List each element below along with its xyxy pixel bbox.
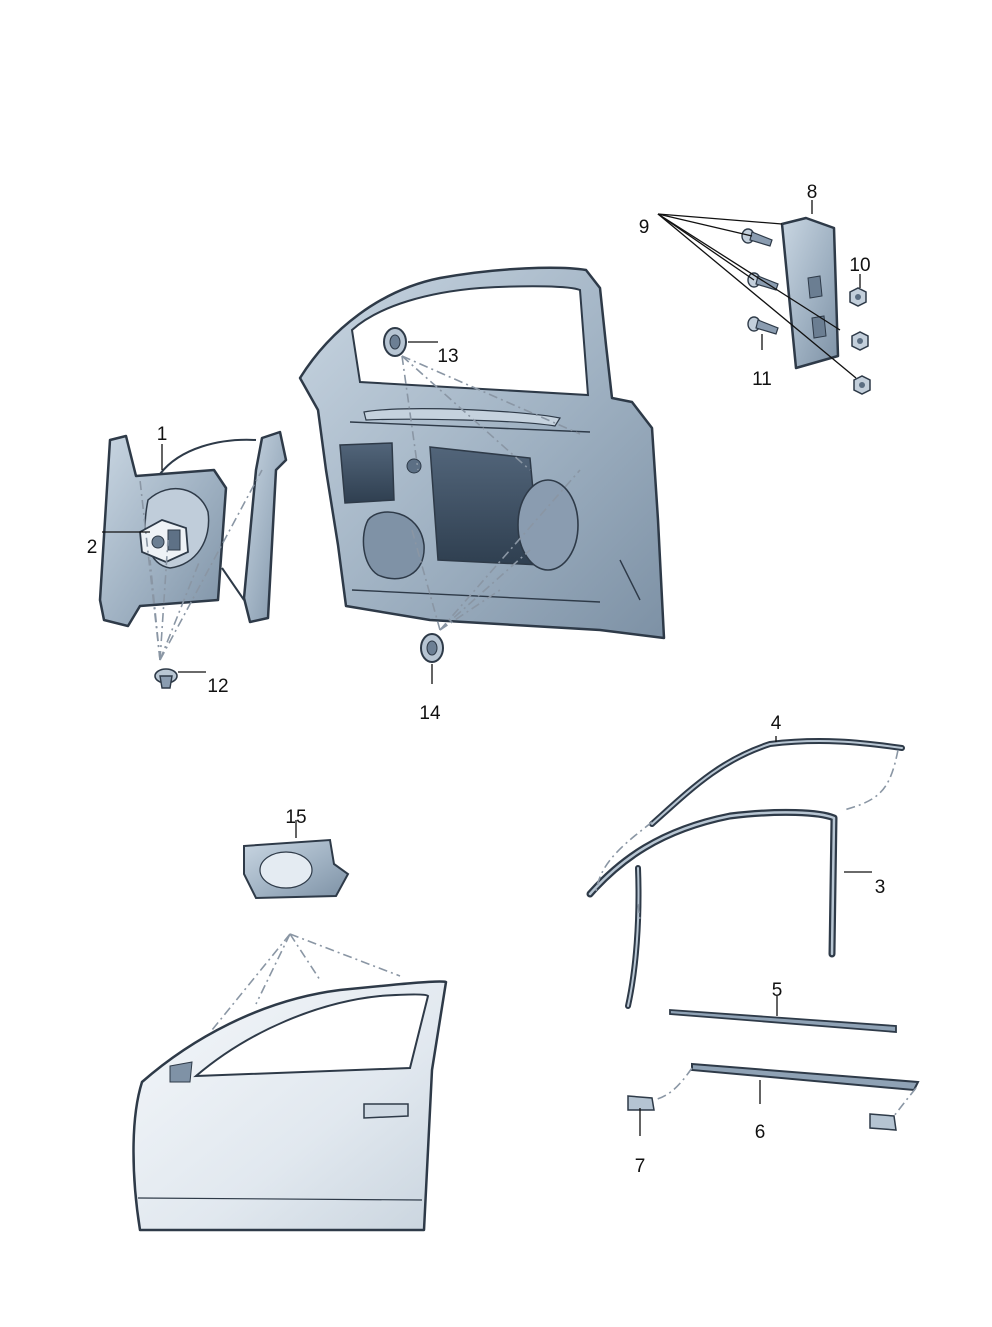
nut-10b bbox=[851, 331, 869, 351]
door-shell bbox=[298, 266, 666, 640]
callout-15: 15 bbox=[285, 807, 306, 828]
callout-6: 6 bbox=[755, 1122, 766, 1143]
callout-11: 11 bbox=[752, 369, 772, 390]
nut-10c bbox=[853, 375, 871, 395]
bolt-9a bbox=[741, 228, 773, 247]
callout-9: 9 bbox=[639, 217, 650, 238]
callout-1: 1 bbox=[157, 424, 168, 445]
bolt-12 bbox=[154, 668, 178, 689]
end-cap-7 bbox=[627, 1095, 655, 1111]
end-cap-7b bbox=[869, 1113, 897, 1131]
callout-12: 12 bbox=[207, 676, 228, 697]
window-regulator bbox=[98, 430, 288, 628]
handle-cover-15 bbox=[243, 838, 350, 900]
window-strip-5 bbox=[669, 1009, 897, 1033]
b-pillar-trim bbox=[780, 216, 840, 370]
door-frame-seal-4 bbox=[649, 738, 905, 827]
callout-3: 3 bbox=[875, 877, 886, 898]
nut-10a bbox=[849, 287, 867, 307]
callout-8: 8 bbox=[807, 182, 818, 203]
callout-7: 7 bbox=[635, 1156, 646, 1177]
assembly-lines bbox=[139, 355, 917, 1117]
callout-14: 14 bbox=[419, 703, 441, 724]
window-strip-6 bbox=[691, 1062, 920, 1092]
grommet-13 bbox=[383, 327, 407, 357]
callout-13: 13 bbox=[437, 346, 458, 367]
outer-door-panel bbox=[132, 980, 448, 1232]
door-frame-seal-3 bbox=[586, 808, 838, 1009]
leader-lines bbox=[102, 200, 872, 1136]
callout-4: 4 bbox=[771, 713, 782, 734]
window-motor bbox=[139, 519, 189, 563]
grommet-14 bbox=[420, 633, 444, 663]
callout-2: 2 bbox=[87, 537, 98, 558]
bolt-11 bbox=[747, 316, 779, 335]
callout-5: 5 bbox=[772, 980, 783, 1001]
callout-10: 10 bbox=[849, 255, 870, 276]
